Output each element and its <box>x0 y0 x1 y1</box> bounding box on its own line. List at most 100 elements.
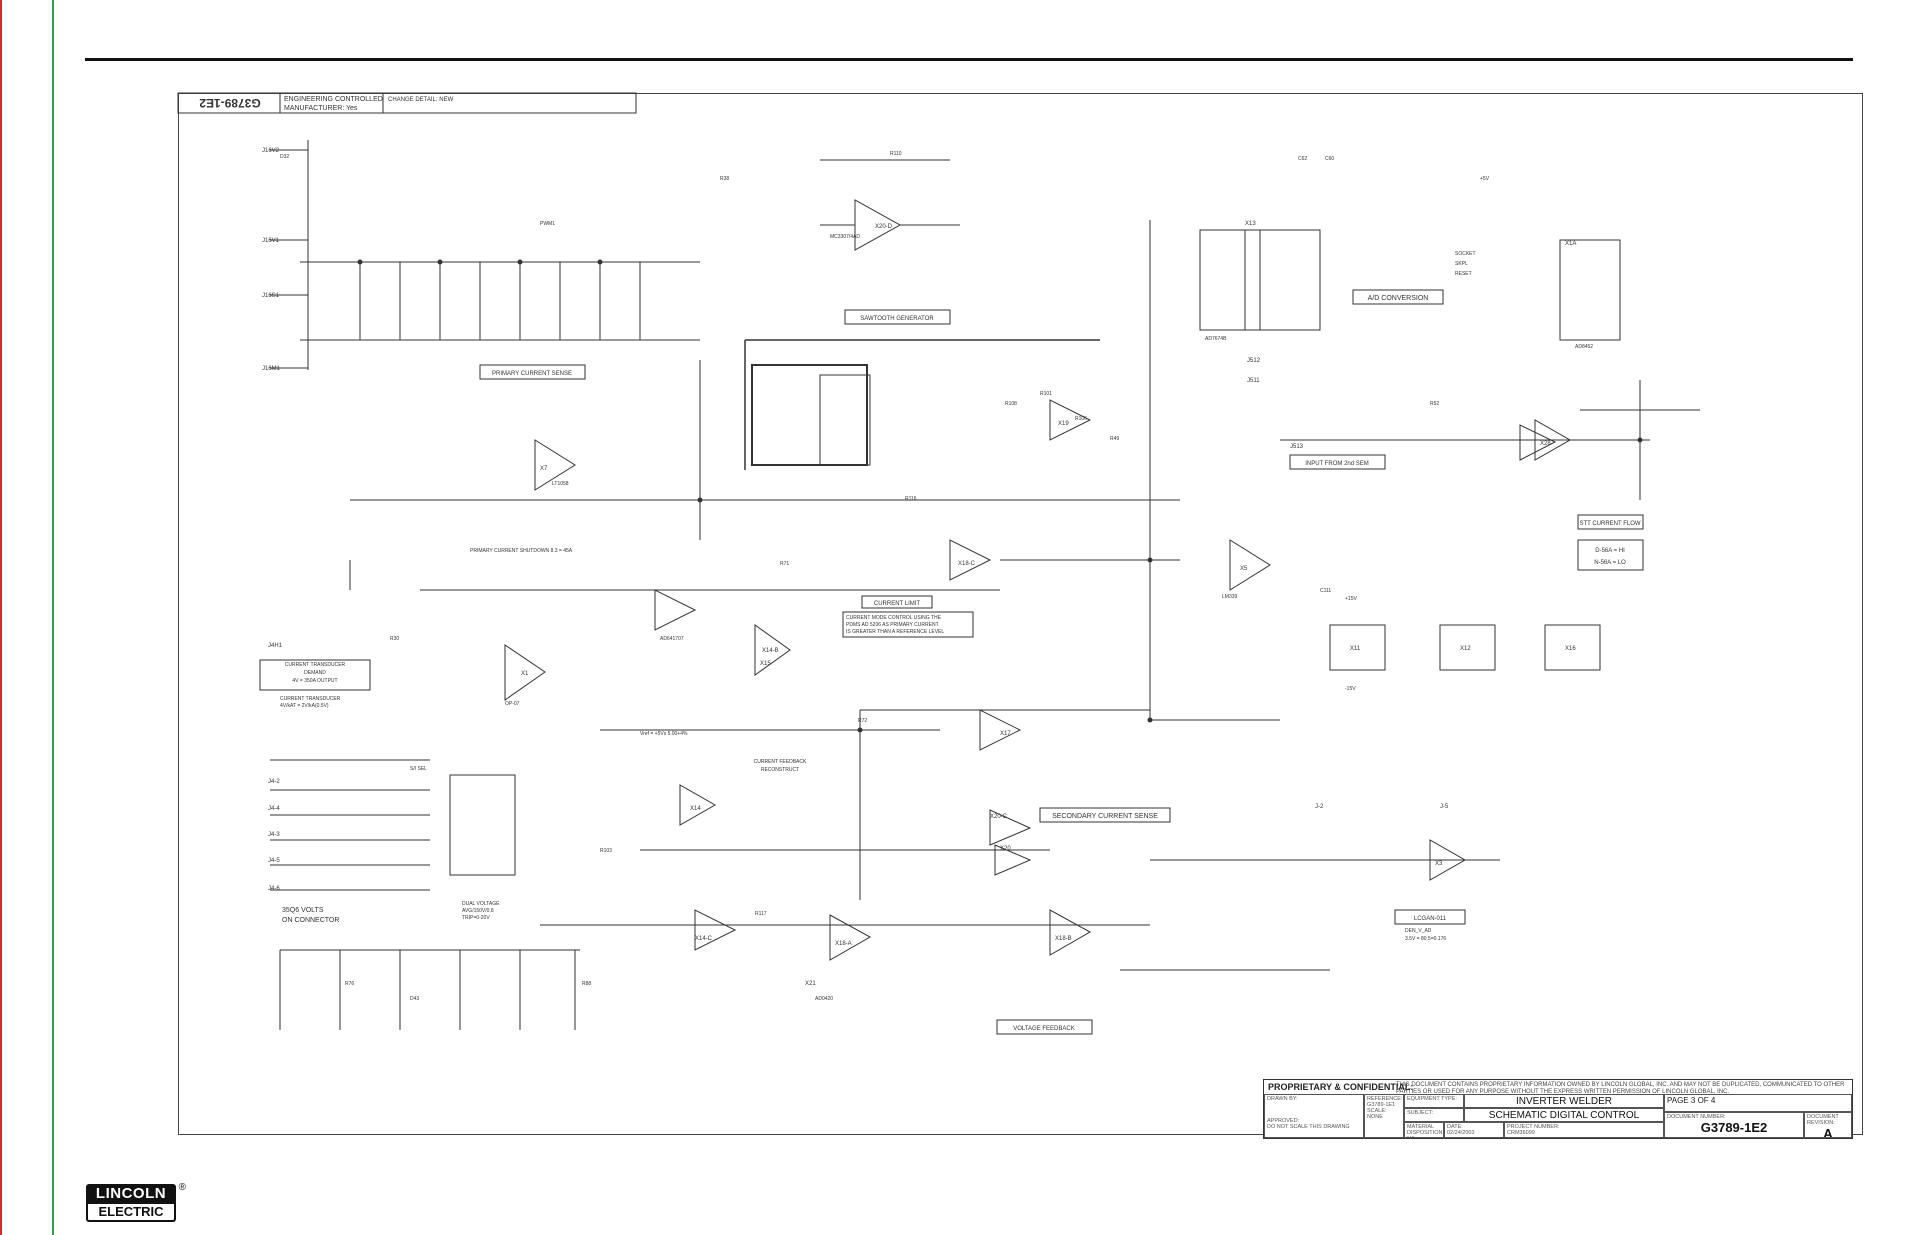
connector-j4-5: J4-5 <box>268 858 280 864</box>
reference-label: REFERENCE: <box>1367 1096 1403 1102</box>
chip-x18b: X18-B <box>1055 936 1072 942</box>
comp-r71: R71 <box>780 561 789 567</box>
reference-value: G3789-1E1 <box>1367 1102 1396 1108</box>
tb-drawn-cell: DRAWN BY: APPROVED: DO NOT SCALE THIS DR… <box>1264 1094 1364 1138</box>
comp-si-sel: S/I SEL <box>410 766 427 772</box>
chip-x20: X20 <box>1000 846 1011 852</box>
doc-revision-label: DOCUMENT REVISION: <box>1807 1114 1839 1126</box>
label-peak-note-1: DEN_V_AD <box>1405 928 1432 934</box>
part-ad7674b: AD7674B <box>1205 336 1227 342</box>
chip-x18c: X18-C <box>958 561 976 567</box>
comp-skpl: SKPL <box>1455 261 1468 267</box>
comp-c60: C60 <box>1325 156 1334 162</box>
label-current-transducer-3: 4V = 350A OUTPUT <box>292 678 337 684</box>
connector-j513: J513 <box>1290 444 1304 450</box>
label-input-from-2nd-sem: INPUT FROM 2nd SEM <box>1305 461 1369 467</box>
connector-j-2: J-2 <box>1315 804 1324 810</box>
lincoln-electric-logo: LINCOLN ELECTRIC ® <box>86 1182 186 1222</box>
connector-j4-4: J4-4 <box>268 806 280 812</box>
chip-x11: X11 <box>1350 646 1361 652</box>
label-current-feedback-2: RECONSTRUCT <box>761 767 799 773</box>
project-value: CRM36099 <box>1507 1130 1535 1136</box>
proprietary-label: PROPRIETARY & CONFIDENTIAL: <box>1268 1082 1414 1092</box>
comp-r101: R101 <box>1040 391 1052 397</box>
doc-number: G3789-1E2 <box>1700 1120 1768 1135</box>
label-current-transducer-5: 4V/kAT = 2V/kA(0.5V) <box>280 703 329 709</box>
chip-x14b: X14-B <box>762 648 779 654</box>
chip-x17: X17 <box>1000 731 1011 737</box>
comp-r106: R106 <box>1075 416 1087 422</box>
comp-r110: R110 <box>890 151 902 157</box>
page-num: 3 <box>1690 1096 1696 1105</box>
comp-r38: R38 <box>720 176 729 182</box>
connector-j512: J512 <box>1247 358 1261 364</box>
connector-j16v2: J16V2 <box>262 148 280 154</box>
logo-top: LINCOLN <box>86 1184 176 1204</box>
connector-j-5: J-5 <box>1440 804 1449 810</box>
label-d56a: D-56A = HI <box>1595 548 1625 554</box>
chip-x18a: X18-A <box>835 941 852 947</box>
label-voltage-feedback: VOLTAGE FEEDBACK <box>1013 1026 1074 1032</box>
chip-x14: X14 <box>690 806 701 812</box>
chip-x16: X16 <box>1565 646 1576 652</box>
comp-reset: RESET <box>1455 271 1472 277</box>
label-primary-shutdown: PRIMARY CURRENT SHUTDOWN 8.3 = 45A <box>470 548 573 554</box>
label-current-limit: CURRENT LIMIT <box>874 601 921 607</box>
schematic-sheet <box>178 93 1863 1135</box>
date-label: DATE: <box>1447 1124 1463 1130</box>
comp-minus15v: -15V <box>1345 686 1356 692</box>
material-value: NA <box>1407 1136 1441 1137</box>
tb-equip-label-cell: EQUIPMENT TYPE: <box>1404 1094 1464 1108</box>
label-current-transducer-2: DEMAND <box>304 670 326 676</box>
chip-x3: X3 <box>1435 861 1443 867</box>
tb-equip-cell: INVERTER WELDER <box>1464 1094 1664 1108</box>
label-current-mode-1: CURRENT MODE CONTROL USING THE <box>846 615 942 621</box>
material-label: MATERIAL DISPOSITION: <box>1407 1124 1444 1136</box>
part-lm339: LM339 <box>1222 594 1238 600</box>
do-not-scale: DO NOT SCALE THIS DRAWING <box>1267 1124 1350 1130</box>
label-current-mode-2: PDMS AD 5206 AS PRIMARY CURRENT <box>846 622 939 628</box>
connector-j16v1: J16V1 <box>262 238 280 244</box>
comp-socket: SOCKET <box>1455 251 1476 257</box>
chip-x28: X28 <box>1540 441 1551 447</box>
comp-r52: R52 <box>1430 401 1439 407</box>
comp-r30: R30 <box>390 636 399 642</box>
tb-page-cell: PAGE 3 OF 4 <box>1664 1094 1852 1112</box>
tb-subject-label-cell: SUBJECT: <box>1404 1108 1464 1122</box>
label-secondary-current-sense: SECONDARY CURRENT SENSE <box>1052 813 1158 820</box>
left-green-border <box>52 0 54 1235</box>
connector-j16s1: J16S1 <box>262 293 280 299</box>
scale-value: NONE <box>1367 1114 1383 1120</box>
chip-x5: X5 <box>1240 566 1248 572</box>
comp-d32: D32 <box>280 154 289 160</box>
tb-date-cell: DATE: 02/24/2003 <box>1444 1122 1504 1138</box>
connector-j16m1: J16M1 <box>262 366 281 372</box>
connector-j4-3: J4-3 <box>268 832 280 838</box>
comp-plus15v: +15V <box>1345 596 1357 602</box>
chip-x12: X12 <box>1460 646 1471 652</box>
chip-x19: X19 <box>1058 421 1069 427</box>
label-current-transducer-1: CURRENT TRANSDUCER <box>285 662 346 668</box>
comp-r103: R103 <box>600 848 612 854</box>
label-dual-voltage-1: DUAL VOLTAGE <box>462 901 500 907</box>
tb-reference-cell: REFERENCE: G3789-1E1 SCALE: NONE <box>1364 1094 1404 1138</box>
label-primary-current-sense: PRIMARY CURRENT SENSE <box>492 371 572 377</box>
project-label: PROJECT NUMBER: <box>1507 1124 1560 1130</box>
label-vref-note: Vref = +5Vs 5.00+4% <box>640 731 688 737</box>
label-pin-connector-1: 35Q6 VOLTS <box>282 907 324 914</box>
tb-project-cell: PROJECT NUMBER: CRM36099 <box>1504 1122 1664 1138</box>
part-lt1058: LT1058 <box>552 481 569 487</box>
left-red-border <box>0 0 2 1235</box>
connector-j511: J511 <box>1247 378 1260 384</box>
chip-x7: X7 <box>540 466 548 472</box>
label-ad-conversion: A/D CONVERSION <box>1368 295 1429 302</box>
header-drawing-number: G3789-1E2 <box>199 96 261 110</box>
comp-r116: R116 <box>905 496 917 502</box>
chip-x13: X13 <box>1245 221 1256 227</box>
drawn-by-label: DRAWN BY: <box>1267 1096 1298 1102</box>
label-pin-connector-2: ON CONNECTOR <box>282 917 339 924</box>
tb-subject-cell: SCHEMATIC DIGITAL CONTROL <box>1464 1108 1664 1122</box>
title-block: PROPRIETARY & CONFIDENTIAL: THIS DOCUMEN… <box>1263 1079 1853 1139</box>
comp-c62: C62 <box>1298 156 1307 162</box>
